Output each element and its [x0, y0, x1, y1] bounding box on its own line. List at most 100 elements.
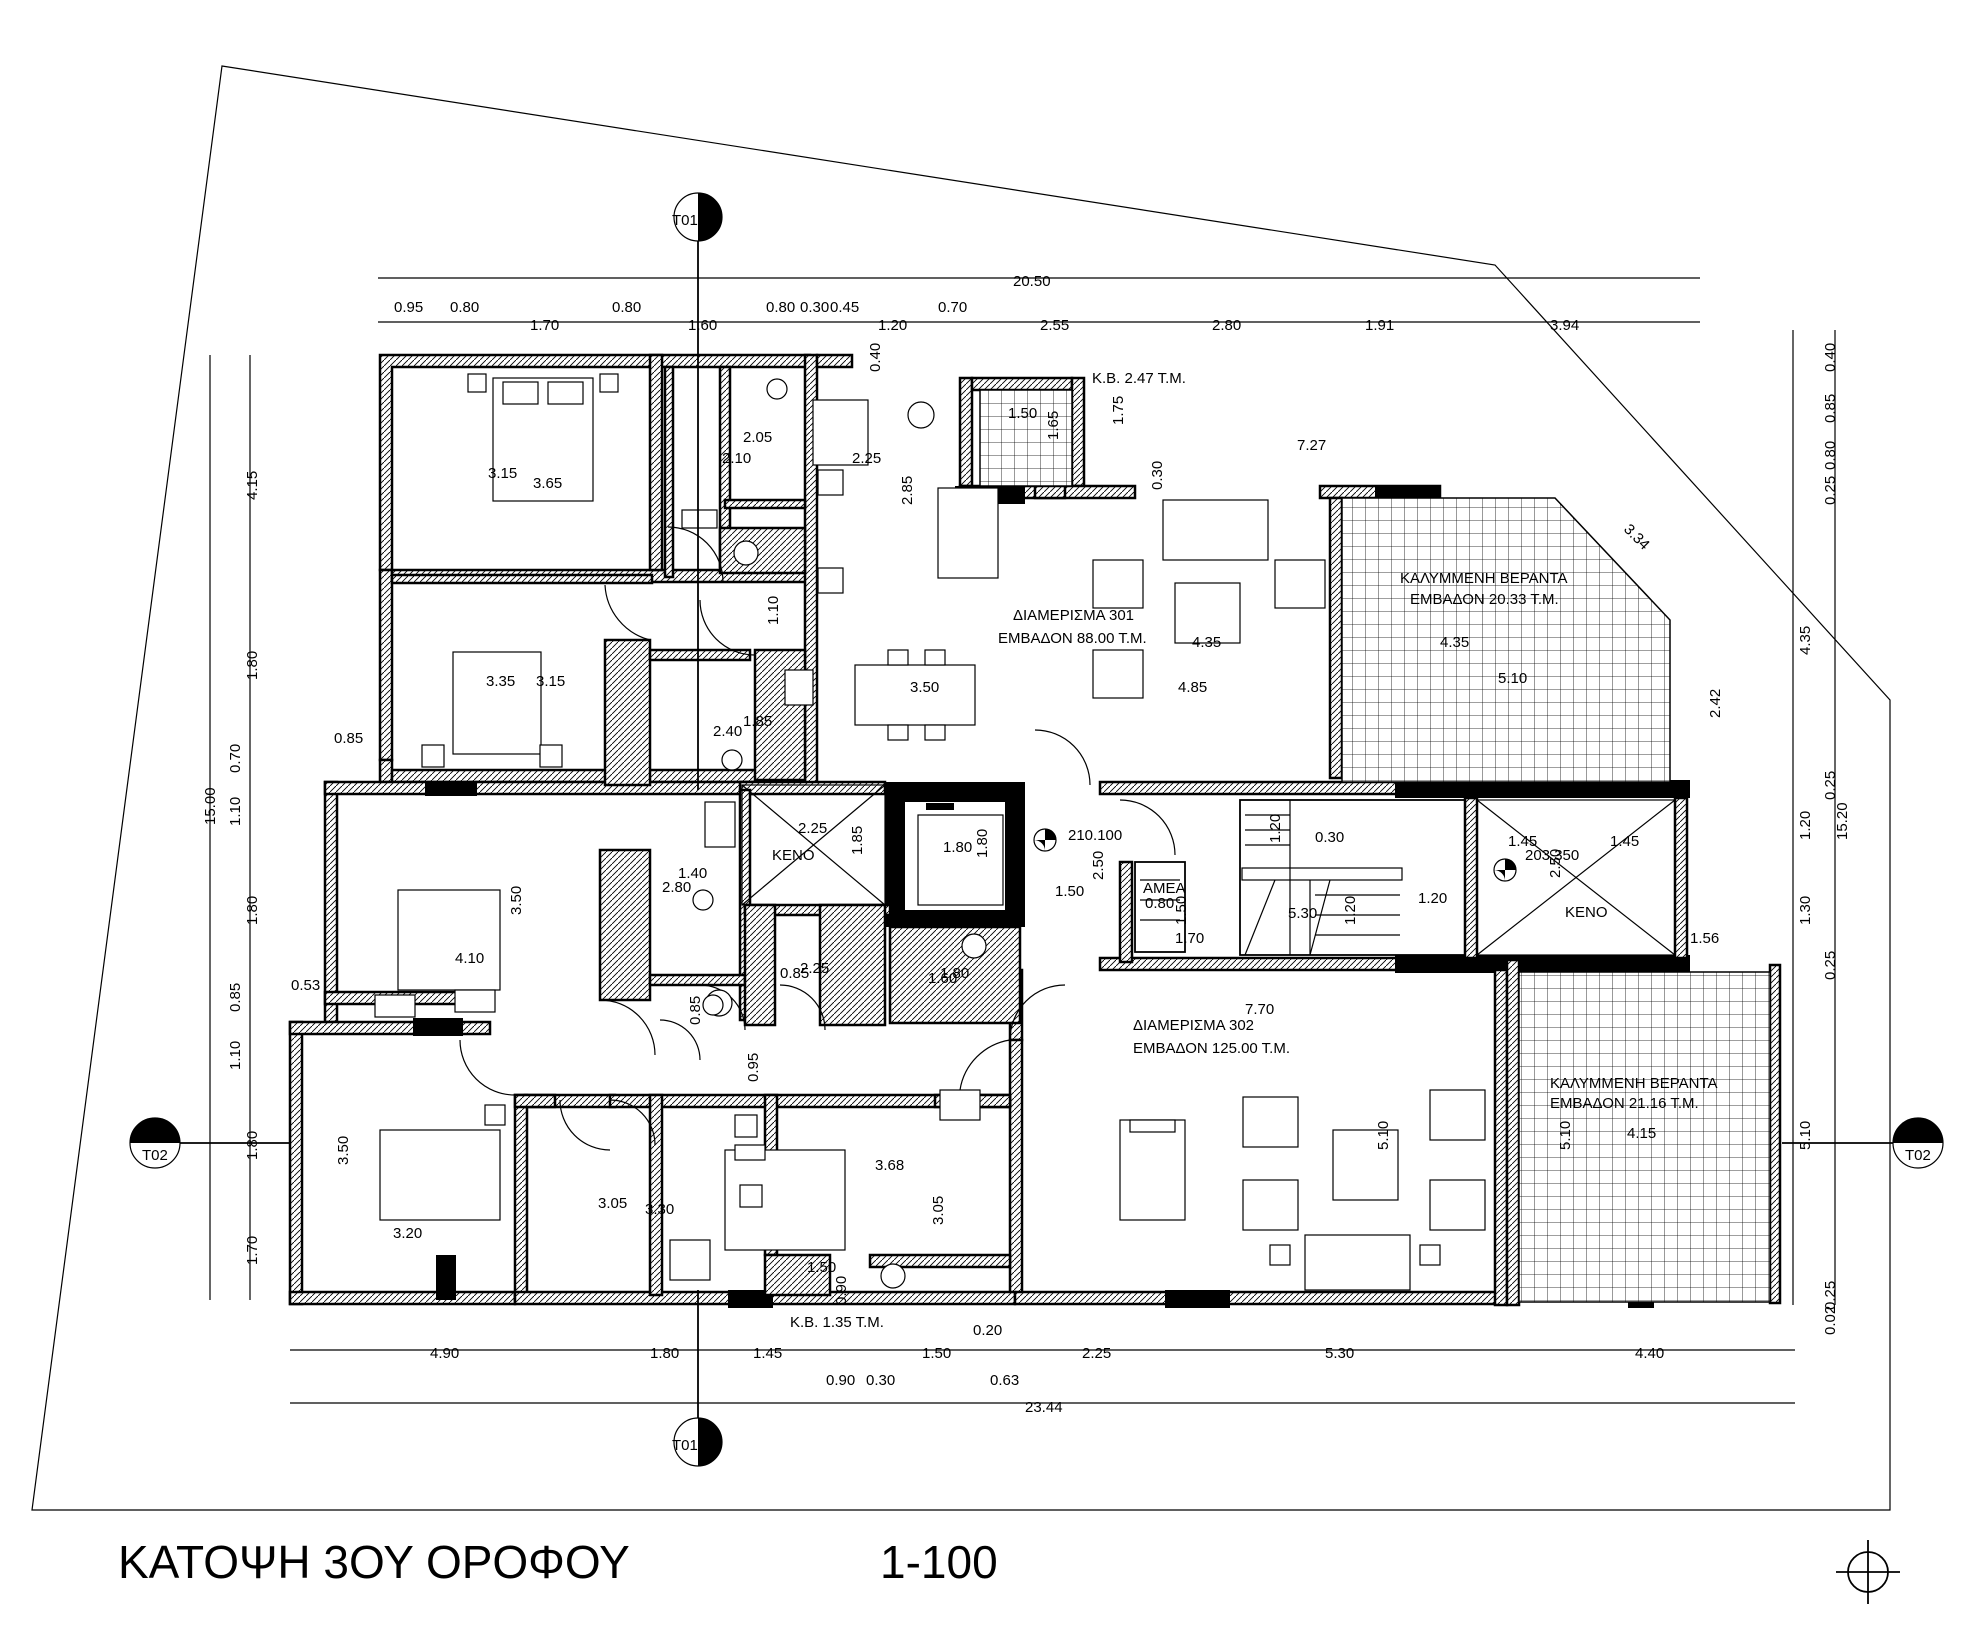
top-dim: 3.94	[1550, 317, 1579, 334]
interior-dim: 1.85	[849, 826, 866, 855]
interior-dim: 1.45	[1508, 833, 1537, 850]
right-dim: 0.25	[1822, 476, 1839, 505]
interior-dim: 0.95	[745, 1053, 762, 1082]
void-label-1: ΚΕΝΟ	[772, 847, 815, 864]
left-dim: 1.10	[227, 797, 244, 826]
veranda-lower-area: ΕΜΒΑΔΟΝ 21.16 Τ.Μ.	[1550, 1095, 1699, 1112]
interior-dim: 4.10	[455, 950, 484, 967]
left-dim: 0.70	[227, 744, 244, 773]
stairs	[1134, 799, 1466, 956]
interior-dim: 1.80	[974, 829, 991, 858]
interior-dim: 2.25	[800, 960, 829, 977]
right-dim: 0.02	[1822, 1306, 1839, 1335]
interior-dim: 0.53	[291, 977, 320, 994]
interior-dim: 0.85	[334, 730, 363, 747]
right-dim: 0.85	[1822, 394, 1839, 423]
interior-dim: 0.40	[867, 343, 884, 372]
bottom-dim2: 0.30	[866, 1372, 895, 1389]
top-dim: 1.60	[688, 317, 717, 334]
interior-dim: 1.80	[943, 839, 972, 856]
room-labels: ΔΙΑΜΕΡΙΣΜΑ 301 ΕΜΒΑΔΟΝ 88.00 Τ.Μ. ΔΙΑΜΕΡ…	[772, 370, 1718, 1331]
interior-dim: 1.20	[1267, 814, 1284, 843]
interior-dim: 1.20	[1418, 890, 1447, 907]
section-mark-t01-top: T01	[672, 212, 698, 229]
interior-dim: 2.05	[743, 429, 772, 446]
left-dimensions: 15.00 4.15 1.80 0.70 1.10 1.80 0.85 1.10…	[202, 471, 261, 1265]
interior-dim: 0.30	[1315, 829, 1344, 846]
interior-dim: 3.05	[930, 1196, 947, 1225]
top-dim: 0.80	[766, 299, 795, 316]
interior-dim: 2.50	[1090, 851, 1107, 880]
section-mark-t02-right: T02	[1905, 1147, 1931, 1164]
interior-dim: 3.68	[875, 1157, 904, 1174]
bottom-dim: 4.40	[1635, 1345, 1664, 1362]
interior-dim: 1.70	[1175, 930, 1204, 947]
apartment-301-area: ΕΜΒΑΔΟΝ 88.00 Τ.Μ.	[998, 630, 1147, 647]
storage-bottom-label: Κ.Β. 1.35 Τ.Μ.	[790, 1314, 884, 1331]
void-areas	[741, 784, 1676, 956]
interior-dim: 7.70	[1245, 1001, 1274, 1018]
north-symbol	[1836, 1540, 1900, 1604]
interior-dimensions: 0.40 1.50 1.75 1.65 7.27 0.30 3.34 2.05 …	[291, 343, 1724, 1305]
top-dim: 0.45	[830, 299, 859, 316]
interior-dim: 4.35	[1440, 634, 1469, 651]
left-dim: 1.80	[244, 651, 261, 680]
interior-dim: 3.35	[486, 673, 515, 690]
drawing-scale: 1-100	[880, 1536, 998, 1588]
right-overall-dim: 15.20	[1834, 802, 1851, 840]
interior-dim: 3.05	[598, 1195, 627, 1212]
section-mark-t01-bottom: T01	[672, 1437, 698, 1454]
interior-dim: 3.15	[536, 673, 565, 690]
bottom-dimensions: 23.44 4.90 1.80 1.45 1.50 2.25 5.30 4.40…	[430, 1322, 1664, 1416]
section-mark-t02-left: T02	[142, 1147, 168, 1164]
top-overall-dim: 20.50	[1013, 273, 1051, 290]
left-overall-dim: 15.00	[202, 787, 219, 825]
right-dim: 1.30	[1797, 896, 1814, 925]
interior-dim: 1.85	[743, 713, 772, 730]
interior-dim: 3.30	[645, 1201, 674, 1218]
interior-dim: 3.50	[910, 679, 939, 696]
bottom-overall-dim: 23.44	[1025, 1399, 1063, 1416]
plot-boundary	[31, 65, 1891, 1511]
interior-dim: 7.27	[1297, 437, 1326, 454]
interior-dim: 0.30	[1149, 461, 1166, 490]
veranda-upper-area: ΕΜΒΑΔΟΝ 20.33 Τ.Μ.	[1410, 591, 1559, 608]
right-dim: 0.25	[1822, 951, 1839, 980]
level-mark-2: 203.350	[1525, 847, 1579, 864]
interior-dim: 2.10	[722, 450, 751, 467]
left-dim: 0.85	[227, 983, 244, 1012]
top-dim: 1.91	[1365, 317, 1394, 334]
right-dim: 0.25	[1822, 771, 1839, 800]
apartment-302-area: ΕΜΒΑΔΟΝ 125.00 Τ.Μ.	[1133, 1040, 1290, 1057]
left-dim: 1.70	[244, 1236, 261, 1265]
interior-dim: 3.65	[533, 475, 562, 492]
bottom-dim: 4.90	[430, 1345, 459, 1362]
top-dim: 1.20	[878, 317, 907, 334]
top-dim: 0.30	[800, 299, 829, 316]
interior-dim: 4.85	[1178, 679, 1207, 696]
interior-dim: 0.90	[833, 1276, 850, 1305]
veranda-upper	[1341, 497, 1671, 783]
veranda-lower	[1518, 971, 1771, 1303]
interior-partitions	[390, 365, 1022, 1297]
furniture	[374, 373, 1486, 1291]
interior-dim: 3.20	[393, 1225, 422, 1242]
left-dim: 4.15	[244, 471, 261, 500]
interior-dim: 5.30	[1288, 905, 1317, 922]
interior-dim: 1.50	[1055, 883, 1084, 900]
interior-dim: 2.80	[662, 879, 691, 896]
interior-dim: 1.50	[807, 1259, 836, 1276]
bottom-dim: 1.80	[650, 1345, 679, 1362]
veranda-upper-name: ΚΑΛΥΜΜΕΝΗ ΒΕΡΑΝΤΑ	[1400, 570, 1568, 587]
veranda-lower-name: ΚΑΛΥΜΜΕΝΗ ΒΕΡΑΝΤΑ	[1550, 1075, 1718, 1092]
bottom-dim: 1.50	[922, 1345, 951, 1362]
top-dim: 0.70	[938, 299, 967, 316]
interior-dim: 1.50	[1008, 405, 1037, 422]
right-dim: 0.25	[1822, 1281, 1839, 1310]
interior-dim: 1.10	[765, 596, 782, 625]
right-dim: 5.10	[1797, 1121, 1814, 1150]
bottom-dim2: 0.20	[973, 1322, 1002, 1339]
void-label-2: ΚΕΝΟ	[1565, 904, 1608, 921]
top-dim: 1.70	[530, 317, 559, 334]
interior-dim: 0.80	[1145, 895, 1174, 912]
